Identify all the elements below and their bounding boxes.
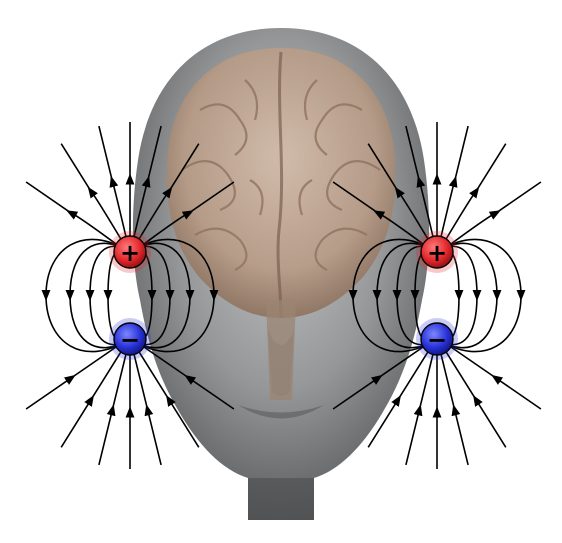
electrode-right-positive: +: [416, 231, 458, 273]
electrode-sign: +: [427, 239, 447, 267]
right-field-ray-down-4: [441, 355, 468, 465]
right-field-ray-up-6: [451, 182, 541, 244]
electrode-sign: +: [120, 239, 140, 267]
electrode-left-negative: −: [109, 318, 151, 360]
left-field-ray-down-4: [134, 355, 161, 465]
electrode-sign: −: [427, 326, 447, 354]
electrode-left-positive: +: [109, 231, 151, 273]
left-field-ray-down-1: [61, 352, 121, 447]
electrode-sign: −: [120, 326, 140, 354]
right-field-ray-up-4: [441, 126, 468, 236]
left-field-ray-up-2: [99, 126, 126, 236]
left-field-ray-down-2: [99, 355, 126, 465]
right-field-ray-down-5: [446, 352, 506, 447]
right-field-ray-up-5: [446, 144, 506, 239]
electrode-right-negative: −: [416, 318, 458, 360]
left-field-ray-up-1: [61, 144, 121, 239]
right-field-ray-down-6: [451, 347, 541, 409]
left-field-ray-up-0: [26, 182, 116, 244]
left-field-ray-down-0: [26, 347, 116, 409]
right-field-ray-down-2: [406, 355, 433, 465]
